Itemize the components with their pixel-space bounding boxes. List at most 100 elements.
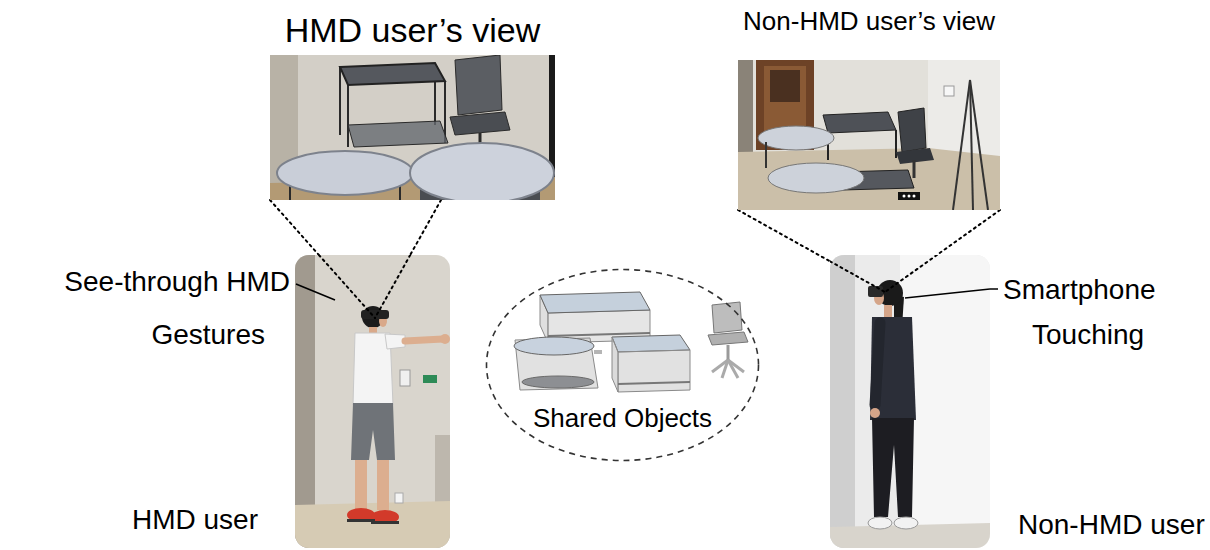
illustration-shape	[913, 160, 916, 178]
illustration-shape	[410, 143, 554, 200]
illustration-shape	[884, 305, 892, 317]
illustration-shape	[970, 80, 973, 210]
illustration-shape	[868, 286, 883, 297]
illustration-shape	[768, 163, 864, 193]
leader-line	[990, 288, 998, 290]
illustration-shape	[371, 510, 399, 524]
text-holder: Gestures	[151, 319, 265, 351]
illustration-shape	[395, 493, 403, 503]
text-holder: Non-HMD user’s view	[678, 7, 1060, 37]
illustration-shape	[295, 255, 450, 548]
annotation-label: Smartphone	[1003, 274, 1156, 306]
node-label: HMD user’s view	[210, 11, 615, 50]
view-photo	[738, 60, 1000, 210]
illustration-shape	[295, 255, 450, 548]
text-holder: Touching	[1032, 319, 1144, 351]
illustration-shape	[522, 376, 594, 388]
illustration-shape	[903, 195, 906, 198]
illustration-shape	[870, 408, 880, 418]
person-photo-node: Non-HMD user	[830, 255, 990, 548]
text-holder: HMD user	[132, 504, 258, 536]
illustration-shape	[872, 418, 914, 517]
shared-objects-art	[514, 292, 748, 392]
illustration-shape	[440, 334, 450, 344]
illustration-shape	[875, 323, 880, 405]
illustration-shape	[898, 192, 920, 200]
illustration-shape	[339, 67, 341, 135]
illustration-shape	[405, 339, 443, 341]
illustration-shape	[728, 360, 738, 378]
illustration-shape	[870, 317, 916, 420]
text-holder: See-through HMD	[64, 266, 290, 298]
view-sight-connector	[738, 210, 1000, 261]
annotation-label: See-through HMD	[64, 266, 290, 298]
illustration-shape	[347, 85, 349, 147]
leader-line	[296, 284, 335, 300]
node-label: Shared Objects	[485, 404, 760, 434]
annotation-label: Touching	[1032, 319, 1144, 351]
illustration-shape	[944, 86, 954, 96]
node-label: Non-HMD user	[1018, 509, 1205, 541]
illustration-shape	[351, 403, 395, 460]
illustration-shape	[355, 460, 367, 510]
sight-line	[830, 261, 885, 292]
illustration-shape	[758, 126, 834, 150]
text-holder: Non-HMD user	[1018, 509, 1205, 541]
sight-line	[885, 255, 937, 292]
shared-objects-ellipse: Shared Objects	[485, 268, 760, 462]
illustration-shape	[868, 517, 892, 529]
illustration-shape	[277, 151, 413, 195]
illustration-shape	[612, 337, 618, 392]
illustration-shape	[540, 292, 650, 313]
person-photo-node: HMD user	[295, 255, 450, 548]
illustration-shape	[830, 255, 855, 548]
illustration-shape	[514, 337, 594, 355]
illustration-shape	[712, 302, 742, 333]
illustration-shape	[340, 63, 445, 85]
illustration-shape	[894, 517, 918, 529]
illustration-shape	[618, 350, 690, 392]
illustration-shape	[970, 80, 988, 210]
view-photo-node: HMD user’s view	[270, 55, 555, 200]
illustration-shape	[347, 508, 375, 522]
illustration-shape	[708, 332, 748, 345]
illustration-shape	[908, 195, 911, 198]
sight-line	[319, 255, 375, 318]
illustration-shape	[618, 382, 690, 384]
text-holder: Smartphone	[1003, 274, 1156, 306]
annotation-label: Gestures	[151, 319, 265, 351]
illustration-shape	[727, 345, 730, 360]
illustration-shape	[823, 112, 896, 133]
view-photo-node: Non-HMD user’s view	[738, 60, 1000, 210]
illustration-shape	[765, 142, 767, 168]
person-photo	[830, 255, 990, 548]
text-holder: Shared Objects	[485, 404, 760, 434]
illustration-shape	[295, 255, 315, 548]
illustration-shape	[347, 519, 375, 522]
illustration-shape	[898, 108, 926, 152]
illustration-shape	[738, 60, 1000, 210]
illustration-shape	[722, 360, 728, 378]
illustration-shape	[371, 521, 399, 524]
illustration-shape	[348, 121, 448, 147]
illustration-shape	[953, 80, 970, 210]
node-label: HMD user	[132, 504, 258, 536]
illustration-shape	[612, 335, 690, 352]
sight-line	[375, 255, 410, 318]
illustration-shape	[594, 350, 602, 354]
text-holder: HMD user’s view	[210, 11, 615, 50]
leader-line	[905, 289, 990, 298]
illustration-shape	[450, 112, 510, 135]
illustration-shape	[830, 255, 990, 548]
illustration-shape	[400, 370, 410, 386]
illustration-shape	[548, 333, 650, 336]
view-photo	[270, 55, 555, 200]
illustration-shape	[423, 375, 437, 383]
person-photo	[295, 255, 450, 548]
illustration-shape	[455, 55, 502, 115]
illustration-shape	[913, 195, 916, 198]
illustration-shape	[377, 460, 389, 510]
view-sight-connector	[270, 200, 441, 255]
illustration-shape	[830, 255, 990, 548]
